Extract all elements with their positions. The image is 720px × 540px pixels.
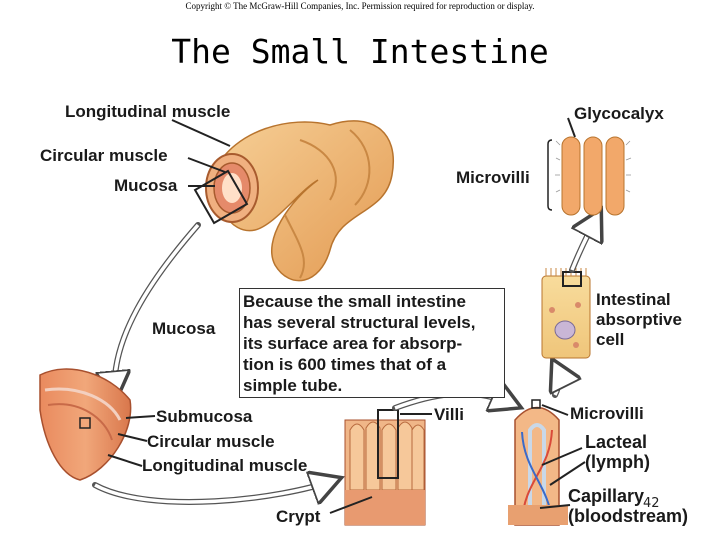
label-glycocalyx: Glycocalyx bbox=[574, 104, 664, 123]
copyright-notice: Copyright © The McGraw-Hill Companies, I… bbox=[185, 1, 535, 11]
label-longitudinal-muscle-bottom: Longitudinal muscle bbox=[142, 456, 308, 475]
label-microvilli-top: Microvilli bbox=[456, 168, 530, 187]
callout-line-3: its surface area for absorp- bbox=[243, 334, 463, 353]
villus-highlight-box bbox=[377, 409, 399, 479]
label-crypt: Crypt bbox=[276, 507, 321, 526]
single-villus-illustration bbox=[508, 406, 568, 526]
label-lacteal-line-1: Lacteal bbox=[585, 432, 648, 452]
mucosa-highlight-box bbox=[193, 169, 249, 225]
label-lacteal-line-2: (lymph) bbox=[585, 452, 650, 472]
label-villi: Villi bbox=[434, 405, 464, 424]
label-mucosa-mid: Mucosa bbox=[152, 319, 216, 338]
label-circular-muscle-top: Circular muscle bbox=[40, 146, 168, 165]
label-mucosa-top: Mucosa bbox=[114, 176, 178, 195]
label-capillary-line-2: (bloodstream) bbox=[568, 506, 689, 526]
microvilli-closeup-illustration bbox=[555, 136, 632, 216]
surface-area-callout: Because the small intestine has several … bbox=[239, 288, 505, 398]
page-title: The Small Intestine bbox=[171, 32, 549, 71]
absorptive-cell-illustration bbox=[541, 268, 591, 359]
label-circular-muscle-bottom: Circular muscle bbox=[147, 432, 275, 451]
label-cell-line-2: absorptive bbox=[596, 310, 682, 329]
label-lacteal: Lacteal (lymph) bbox=[585, 432, 650, 472]
label-longitudinal-muscle-top: Longitudinal muscle bbox=[65, 102, 231, 121]
label-cell-line-1: Intestinal bbox=[596, 290, 671, 309]
callout-line-5: simple tube. bbox=[243, 376, 343, 395]
callout-line-2: has several structural levels, bbox=[243, 313, 476, 332]
villi-illustration bbox=[344, 419, 426, 526]
label-submucosa: Submucosa bbox=[156, 407, 253, 426]
label-cell-line-3: cell bbox=[596, 330, 625, 349]
microvilli-highlight-box bbox=[531, 399, 541, 409]
label-capillary-line-1: Capillary bbox=[568, 486, 645, 506]
segment-highlight-box bbox=[79, 417, 91, 429]
intestine-tube-illustration bbox=[205, 120, 394, 282]
page-number: 42 bbox=[643, 496, 660, 511]
label-microvilli-bottom: Microvilli bbox=[570, 404, 644, 423]
callout-line-4: tion is 600 times that of a bbox=[243, 355, 447, 374]
intestine-segment-illustration bbox=[39, 368, 132, 481]
label-intestinal-absorptive-cell: Intestinal absorptive cell bbox=[596, 290, 682, 350]
label-capillary: Capillary (bloodstream) bbox=[568, 486, 688, 526]
callout-line-1: Because the small intestine bbox=[243, 292, 466, 311]
